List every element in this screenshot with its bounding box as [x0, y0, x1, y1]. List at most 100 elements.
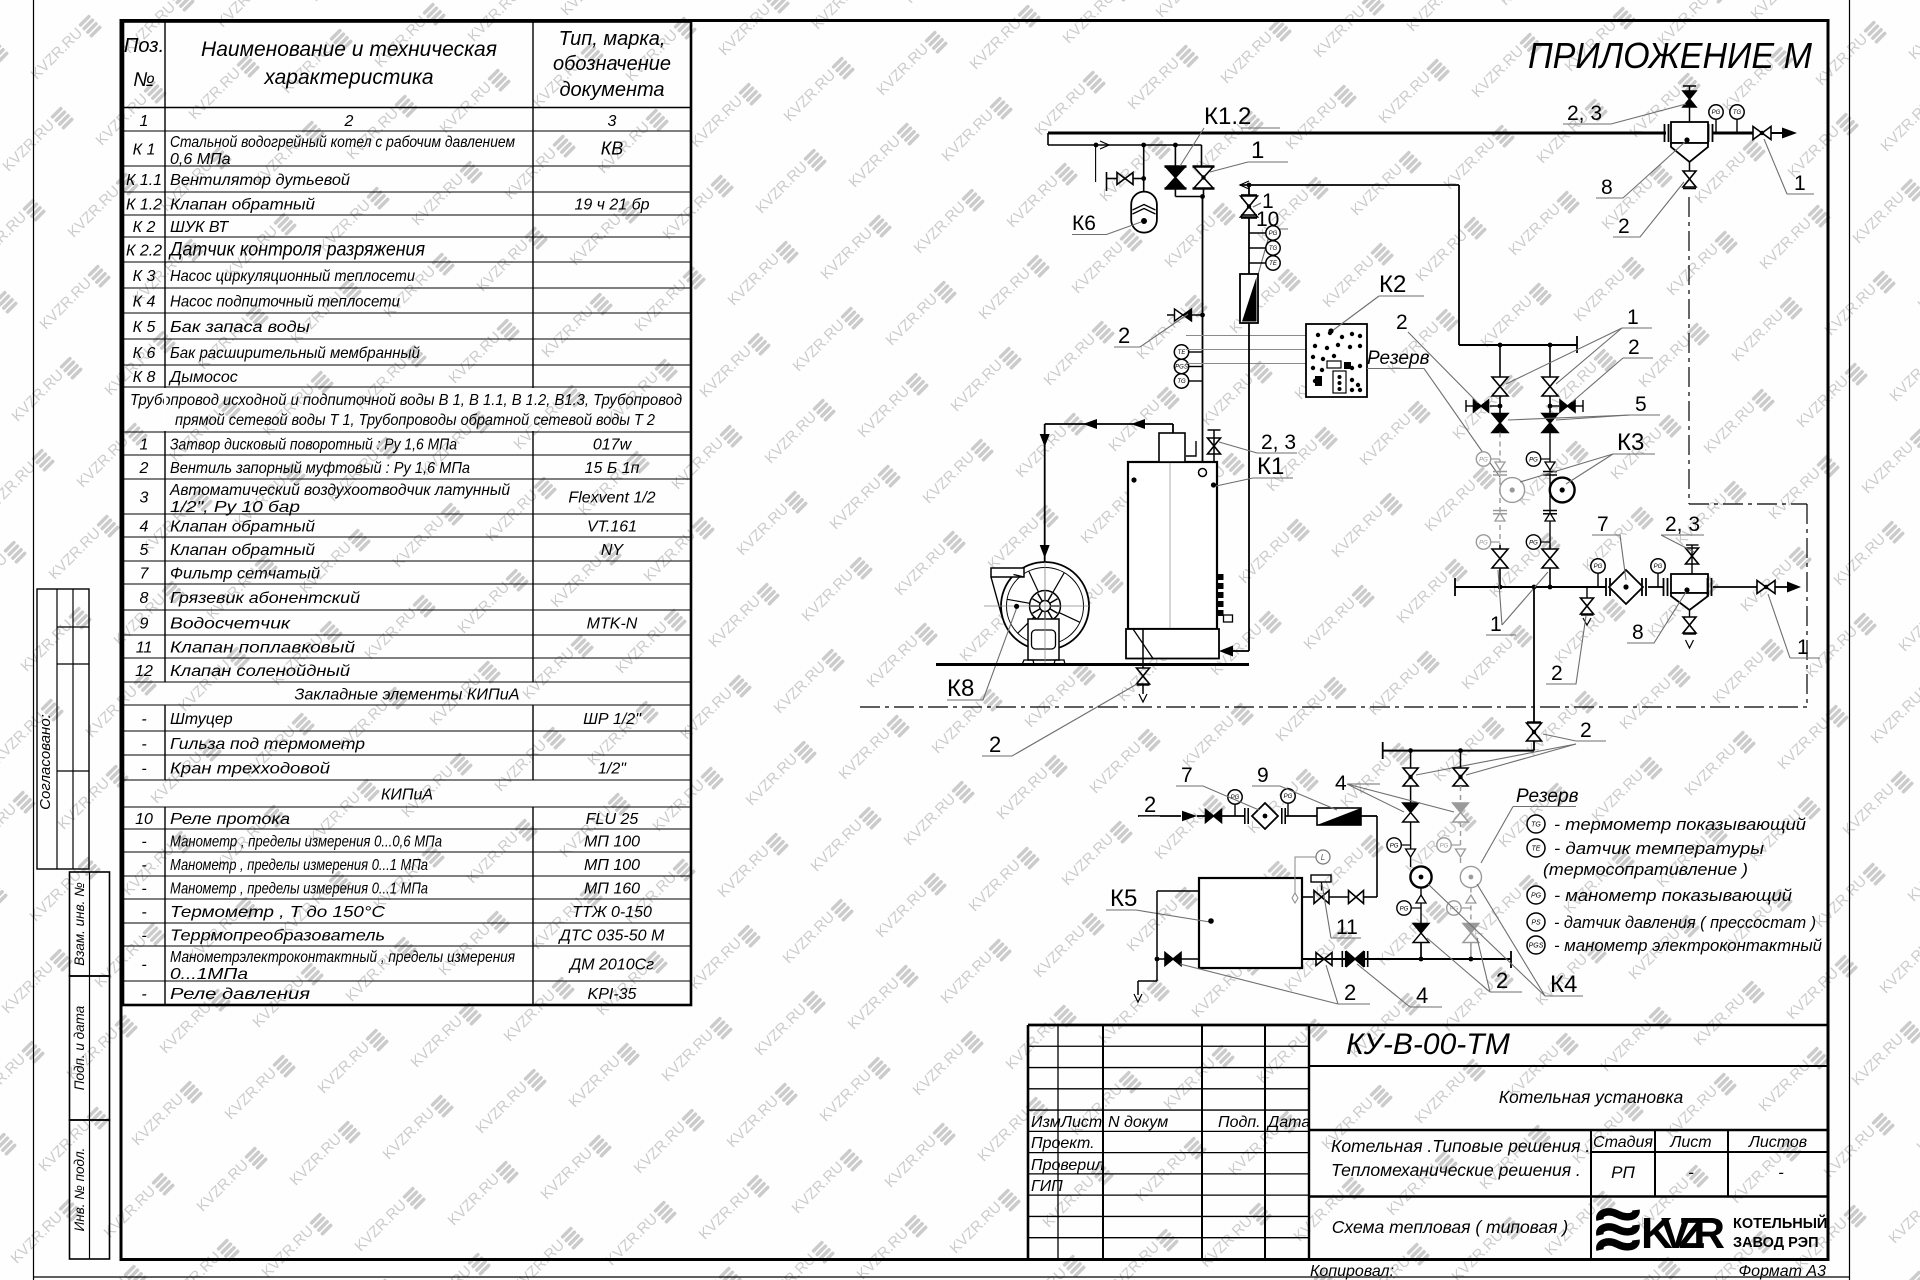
- svg-text:Резерв: Резерв: [1516, 786, 1579, 807]
- svg-text:характеристика: характеристика: [263, 66, 433, 89]
- svg-text:7: 7: [1181, 764, 1193, 787]
- svg-text:PG: PG: [1479, 541, 1488, 547]
- svg-text:-: -: [1688, 1163, 1694, 1182]
- svg-text:10: 10: [135, 811, 153, 828]
- svg-text:К 1.1: К 1.1: [126, 172, 162, 189]
- svg-text:Бак расширительный мембранный: Бак расширительный мембранный: [170, 345, 420, 362]
- svg-text:PG: PG: [1400, 907, 1409, 913]
- svg-text:PG: PG: [1594, 564, 1603, 570]
- svg-text:Насос циркуляционный теплосети: Насос циркуляционный теплосети: [170, 268, 415, 285]
- svg-text:Насос подпиточный теплосети: Насос подпиточный теплосети: [170, 294, 400, 311]
- svg-text:PGS: PGS: [1529, 943, 1544, 950]
- svg-text:017w: 017w: [593, 437, 633, 454]
- svg-text:Грязевик абонентский: Грязевик абонентский: [170, 590, 360, 607]
- svg-text:8: 8: [1601, 176, 1613, 199]
- svg-text:Вентиль запорный муфтовый : Р: Вентиль запорный муфтовый : Ру 1,6 МПа: [170, 460, 470, 477]
- svg-text:Подп.: Подп.: [1218, 1114, 1261, 1131]
- svg-text:Тип, марка,: Тип, марка,: [559, 28, 666, 50]
- svg-text:ЗАВОД РЭП: ЗАВОД РЭП: [1733, 1235, 1819, 1251]
- svg-text:Клапан обратный: Клапан обратный: [170, 197, 315, 214]
- svg-text:1: 1: [1490, 613, 1502, 636]
- svg-text:МП 100: МП 100: [584, 857, 640, 874]
- svg-text:-: -: [141, 881, 146, 898]
- svg-text:1/2", Ру 10 бар: 1/2", Ру 10 бар: [170, 499, 300, 516]
- svg-text:3: 3: [608, 113, 617, 130]
- svg-text:ТТЖ 0-150: ТТЖ 0-150: [572, 904, 652, 921]
- svg-text:Инв. № подл.: Инв. № подл.: [72, 1148, 87, 1232]
- svg-text:К 1: К 1: [133, 142, 156, 159]
- svg-text:- датчик температуры: - датчик температуры: [1554, 839, 1765, 858]
- svg-text:ГИП: ГИП: [1031, 1178, 1063, 1195]
- svg-text:Затвор дисковый поворотный :: Затвор дисковый поворотный : Ру 1,6 МПа: [170, 437, 457, 454]
- svg-text:Датчик контроля разряжения: Датчик контроля разряжения: [168, 240, 425, 261]
- svg-text:PGS: PGS: [1175, 365, 1188, 371]
- svg-text:Штуцер: Штуцер: [170, 711, 233, 728]
- svg-text:VT.161: VT.161: [587, 519, 637, 536]
- svg-text:2: 2: [989, 732, 1001, 757]
- svg-text:Котельная установка: Котельная установка: [1499, 1087, 1684, 1107]
- svg-text:2: 2: [1344, 980, 1356, 1005]
- svg-text:Стальной водогрейный котел с р: Стальной водогрейный котел с рабочим дав…: [170, 134, 515, 151]
- svg-text:Клапан обратный: Клапан обратный: [170, 542, 315, 559]
- svg-text:-: -: [141, 761, 146, 778]
- svg-text:Водосчетчик: Водосчетчик: [170, 616, 292, 633]
- svg-text:2: 2: [1144, 792, 1156, 817]
- svg-text:Проект.: Проект.: [1031, 1135, 1095, 1152]
- svg-text:КВ: КВ: [601, 139, 624, 159]
- svg-text:Котельная .Типовые решения .: Котельная .Типовые решения .: [1331, 1136, 1590, 1156]
- svg-text:FLU 25: FLU 25: [586, 811, 639, 828]
- svg-text:TE: TE: [1532, 846, 1541, 853]
- svg-text:РП: РП: [1611, 1163, 1635, 1182]
- svg-text:Манометр , пределы измерения: Манометр , пределы измерения 0...1 МПа: [170, 881, 428, 898]
- svg-text:5: 5: [1635, 393, 1647, 416]
- svg-text:1: 1: [1794, 172, 1806, 195]
- svg-text:Манометр , пределы измерения: Манометр , пределы измерения 0...0,6 МПа: [170, 834, 442, 851]
- svg-text:15 Б 1п: 15 Б 1п: [585, 460, 640, 477]
- svg-text:-: -: [141, 904, 146, 921]
- svg-text:-: -: [141, 857, 146, 874]
- svg-text:7: 7: [140, 566, 150, 583]
- svg-text:Клапан обратный: Клапан обратный: [170, 519, 315, 536]
- svg-text:Клапан поплавковый: Клапан поплавковый: [170, 640, 355, 657]
- svg-text:9: 9: [140, 616, 149, 633]
- svg-text:1: 1: [1627, 306, 1639, 329]
- svg-text:К 4: К 4: [133, 294, 156, 311]
- svg-text:Манометр , пределы измерения: Манометр , пределы измерения 0...1 МПа: [170, 857, 428, 874]
- svg-text:MTK-N: MTK-N: [587, 616, 638, 633]
- svg-text:ДМ 2010Сг: ДМ 2010Сг: [568, 957, 654, 974]
- svg-text:KVZR: KVZR: [1641, 1209, 1725, 1258]
- svg-text:PS: PS: [1531, 920, 1541, 927]
- svg-text:К5: К5: [1110, 885, 1137, 912]
- svg-text:- датчик давления ( прессост: - датчик давления ( прессостат ): [1554, 913, 1816, 932]
- svg-text:Формат А3: Формат А3: [1738, 1263, 1826, 1280]
- svg-text:TG: TG: [1531, 822, 1541, 829]
- svg-text:Подп. и дата: Подп. и дата: [72, 1005, 87, 1090]
- svg-text:Кран трехходовой: Кран трехходовой: [170, 761, 330, 778]
- svg-text:К1.2: К1.2: [1204, 103, 1251, 130]
- svg-text:1/2": 1/2": [598, 761, 627, 778]
- svg-text:2: 2: [1618, 215, 1630, 238]
- svg-text:-: -: [141, 736, 146, 753]
- svg-text:-: -: [1778, 1163, 1784, 1182]
- svg-text:2: 2: [1628, 336, 1640, 359]
- svg-text:PG: PG: [1529, 458, 1538, 464]
- svg-text:обозначение: обозначение: [553, 53, 671, 75]
- svg-text:Взам. инв. №: Взам. инв. №: [72, 882, 87, 966]
- svg-text:Реле давления: Реле давления: [170, 986, 311, 1003]
- svg-text:Изм: Изм: [1031, 1114, 1061, 1131]
- svg-text:KPI-35: KPI-35: [588, 986, 637, 1003]
- svg-text:TG: TG: [1269, 246, 1278, 252]
- svg-text:TE: TE: [1269, 261, 1278, 267]
- svg-text:Поз.: Поз.: [124, 35, 164, 57]
- svg-text:КОТЕЛЬНЫЙ: КОТЕЛЬНЫЙ: [1733, 1214, 1827, 1232]
- svg-text:Схема тепловая ( типовая ): Схема тепловая ( типовая ): [1332, 1217, 1568, 1237]
- svg-text:N докум: N докум: [1108, 1114, 1168, 1131]
- svg-text:8: 8: [140, 590, 149, 607]
- svg-text:К2: К2: [1379, 271, 1406, 298]
- svg-text:11: 11: [136, 640, 153, 657]
- svg-text:TG: TG: [1733, 110, 1742, 116]
- svg-text:документа: документа: [559, 79, 664, 101]
- svg-text:Фильтр сетчатый: Фильтр сетчатый: [170, 566, 320, 583]
- svg-text:PG: PG: [1440, 844, 1449, 850]
- svg-text:0,6 МПа: 0,6 МПа: [170, 151, 231, 168]
